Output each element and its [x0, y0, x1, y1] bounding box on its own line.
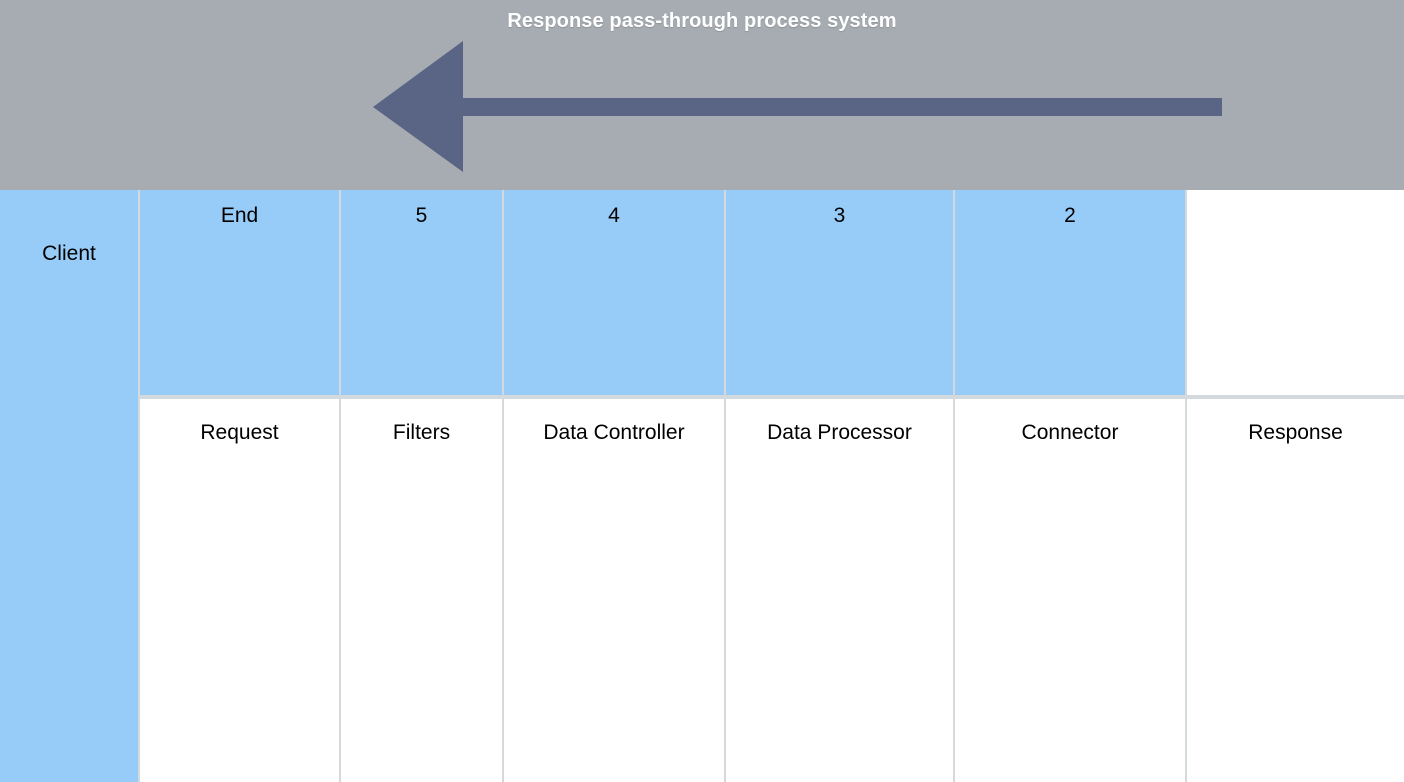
banner: Response pass-through process system	[0, 0, 1404, 190]
table-header-cell-empty	[1187, 190, 1404, 397]
stage-label: Filters	[392, 421, 451, 444]
left-pointing-flow-arrow	[373, 41, 1222, 172]
table-header-cell-step-3[interactable]: 3	[726, 190, 955, 397]
table-header-cell-step-5[interactable]: 5	[341, 190, 504, 397]
table-header-cell-step-2[interactable]: 2	[955, 190, 1187, 397]
stage-label: Data Controller	[543, 421, 685, 444]
step-label: 5	[415, 204, 428, 227]
table-cell-data-processor[interactable]: Data Processor	[726, 397, 955, 782]
stage-label: Request	[200, 421, 279, 444]
step-label: 3	[833, 204, 846, 227]
table-cell-response[interactable]: Response	[1187, 397, 1404, 782]
table-cell-request[interactable]: Request	[140, 397, 341, 782]
table-header-cell-step-4[interactable]: 4	[504, 190, 726, 397]
table-cell-data-controller[interactable]: Data Controller	[504, 397, 726, 782]
process-table: Client End 5 4 3 2 Request Filters D	[0, 190, 1404, 782]
table-cell-filters[interactable]: Filters	[341, 397, 504, 782]
client-label: Client	[42, 242, 96, 265]
table-cell-client[interactable]: Client	[0, 190, 140, 782]
step-label: 2	[1064, 204, 1076, 227]
banner-title: Response pass-through process system	[507, 10, 897, 32]
stage-label: Connector	[1021, 421, 1119, 444]
stage-label: Data Processor	[767, 421, 912, 444]
step-label: End	[220, 204, 259, 227]
stage-label: Response	[1248, 421, 1343, 444]
step-label: 4	[608, 204, 620, 227]
table-cell-connector[interactable]: Connector	[955, 397, 1187, 782]
table-header-cell-step-end[interactable]: End	[140, 190, 341, 397]
